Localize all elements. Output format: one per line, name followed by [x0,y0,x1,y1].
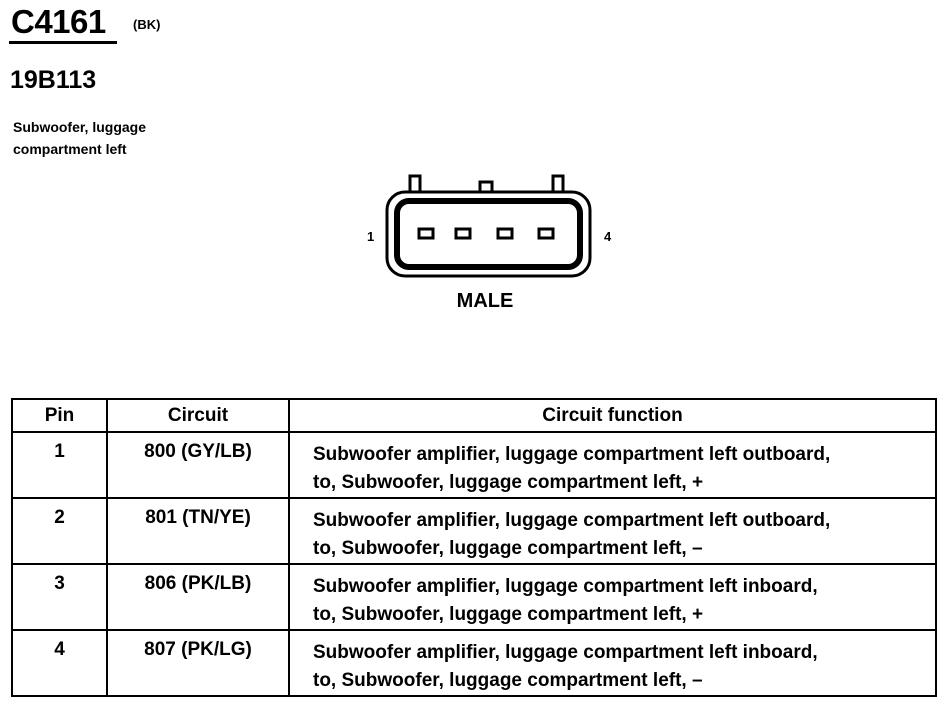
pin-label-last: 4 [604,229,612,244]
table-row: 2 801 (TN/YE) Subwoofer amplifier, lugga… [11,497,937,565]
connector-description: Subwoofer, luggage compartment left [13,116,233,160]
part-number: 19B113 [10,66,97,94]
cell-pin: 4 [11,629,108,697]
connector-face-icon [385,174,592,278]
pin-4-terminal [537,227,555,240]
connector-gender: MALE [456,290,514,312]
cell-circuit: 806 (PK/LB) [106,563,290,631]
header-function: Circuit function [288,398,937,433]
function-line: to, Subwoofer, luggage compartment left,… [313,670,703,691]
cell-function: Subwoofer amplifier, luggage compartment… [288,497,937,565]
pinout-table: Pin Circuit Circuit function 1 800 (GY/L… [11,398,937,697]
description-line: Subwoofer, luggage [13,119,147,135]
function-line: to, Subwoofer, luggage compartment left,… [313,472,704,493]
cell-circuit: 800 (GY/LB) [106,431,290,499]
pin-3-terminal [496,227,514,240]
connector-id: C4161 [11,3,106,40]
function-line: to, Subwoofer, luggage compartment left,… [313,538,703,559]
function-line: Subwoofer amplifier, luggage compartment… [313,642,818,663]
cell-circuit: 807 (PK/LG) [106,629,290,697]
connector-id-underline [9,41,117,44]
function-line: Subwoofer amplifier, luggage compartment… [313,576,818,597]
cell-function: Subwoofer amplifier, luggage compartment… [288,629,937,697]
function-line: Subwoofer amplifier, luggage compartment… [313,444,831,465]
cell-circuit: 801 (TN/YE) [106,497,290,565]
cell-function: Subwoofer amplifier, luggage compartment… [288,431,937,499]
description-line: compartment left [13,141,127,157]
table-row: 1 800 (GY/LB) Subwoofer amplifier, lugga… [11,431,937,499]
table-row: 4 807 (PK/LG) Subwoofer amplifier, lugga… [11,629,937,697]
cell-function: Subwoofer amplifier, luggage compartment… [288,563,937,631]
connector-diagram: 1 4 [360,168,620,288]
pin-2-terminal [454,227,472,240]
header-circuit: Circuit [106,398,290,433]
table-row: 3 806 (PK/LB) Subwoofer amplifier, lugga… [11,563,937,631]
header-pin: Pin [11,398,108,433]
connector-color: (BK) [133,17,161,32]
function-line: Subwoofer amplifier, luggage compartment… [313,510,831,531]
function-line: to, Subwoofer, luggage compartment left,… [313,604,704,625]
cell-pin: 1 [11,431,108,499]
pin-1-terminal [417,227,435,240]
cell-pin: 3 [11,563,108,631]
cell-pin: 2 [11,497,108,565]
table-header-row: Pin Circuit Circuit function [11,398,937,433]
pin-label-first: 1 [367,229,375,244]
